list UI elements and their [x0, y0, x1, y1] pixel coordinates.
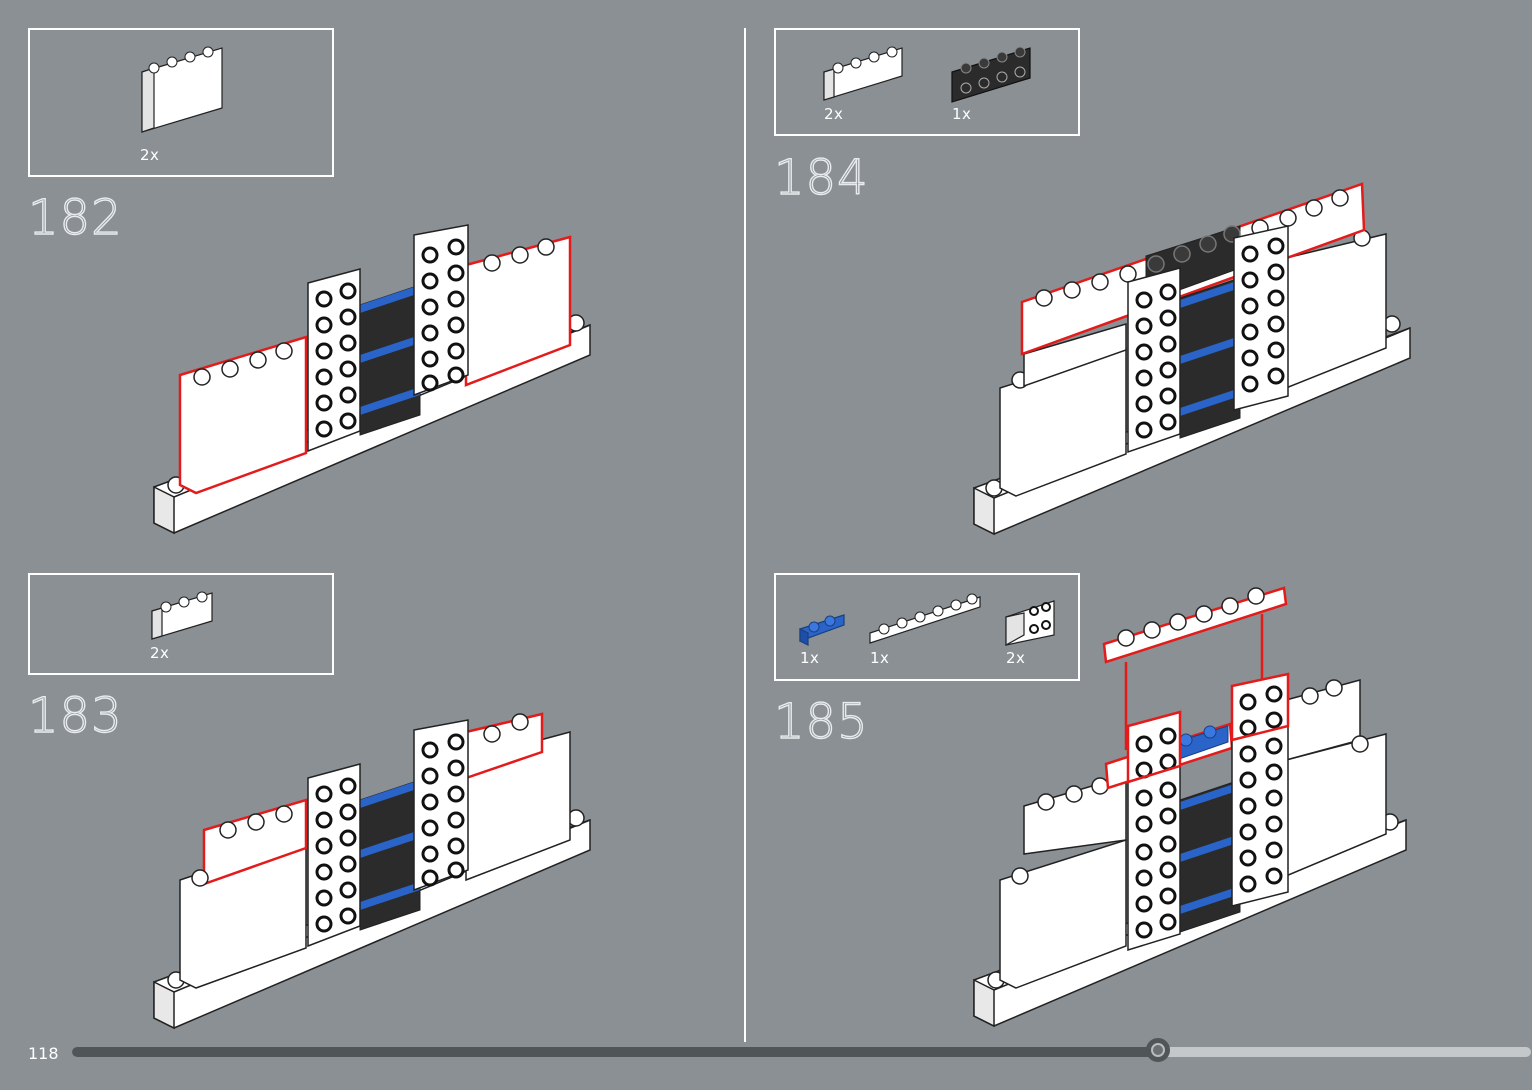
part-qty: 1x	[800, 649, 819, 667]
black-1x4-side-stud-brick-icon	[950, 44, 1034, 104]
progress-fill	[72, 1047, 1158, 1057]
page-number: 118	[28, 1044, 59, 1063]
white-1x6-plate-icon	[868, 589, 984, 645]
progress-knob[interactable]	[1146, 1038, 1170, 1062]
parts-list-box-184: 2x 1x	[774, 28, 1080, 136]
part-qty: 1x	[870, 649, 889, 667]
page-divider	[744, 28, 746, 1042]
step-number: 184	[774, 150, 869, 206]
step-number: 183	[28, 688, 123, 744]
step-number: 182	[28, 190, 123, 246]
assembly-illustration-182	[150, 225, 600, 540]
white-1x3-brick-icon	[150, 591, 216, 641]
white-1x4-tall-brick-icon	[140, 44, 230, 144]
parts-list-box-182: 2x	[28, 28, 334, 177]
part-qty: 2x	[140, 146, 159, 164]
blue-1x2-plate-icon	[798, 613, 848, 647]
part-qty: 1x	[952, 105, 971, 123]
parts-list-box-183: 2x	[28, 573, 334, 675]
assembly-illustration-183	[150, 720, 600, 1035]
white-1x4-brick-icon	[822, 44, 906, 104]
assembly-illustration-184	[970, 178, 1420, 538]
part-qty: 2x	[150, 644, 169, 662]
part-qty: 2x	[824, 105, 843, 123]
progress-bar[interactable]	[72, 1047, 1531, 1057]
assembly-illustration-185	[970, 570, 1420, 1040]
step-number: 185	[774, 694, 869, 750]
